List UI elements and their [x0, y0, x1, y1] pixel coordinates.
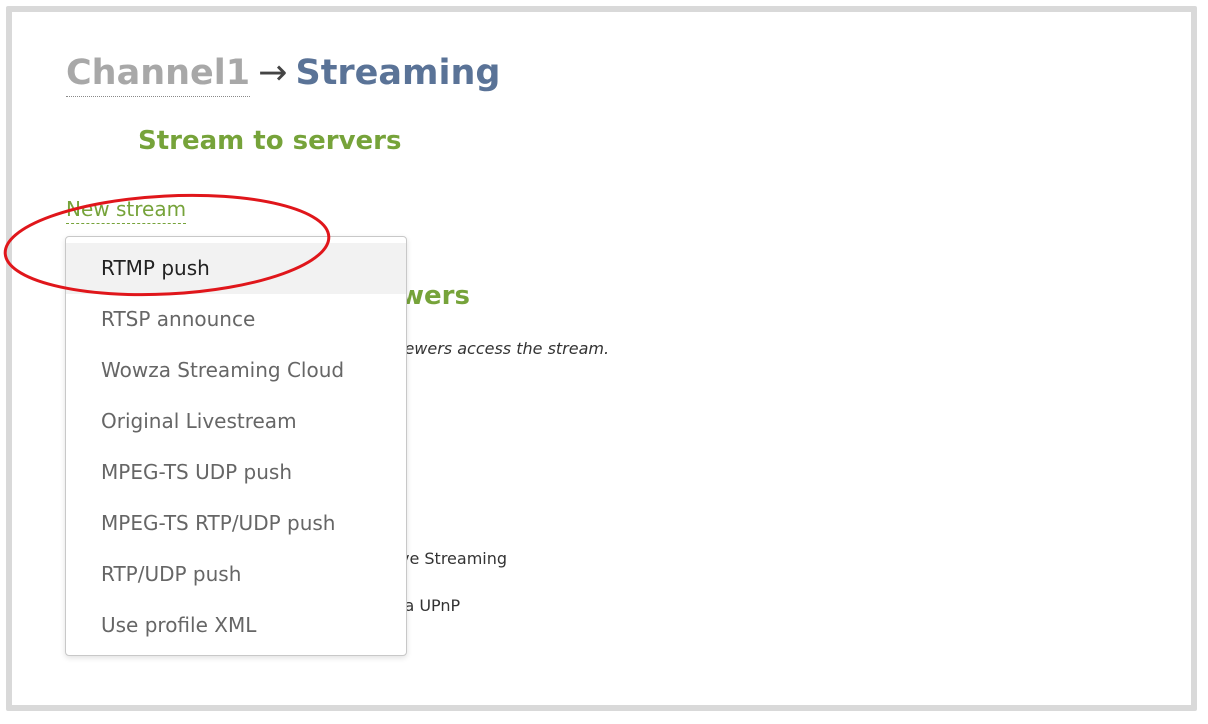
breadcrumb-arrow: → [258, 53, 288, 93]
page-title: Streaming [295, 53, 501, 93]
breadcrumb: Channel1→Streaming [66, 50, 501, 97]
menu-item-rtp-udp-push[interactable]: RTP/UDP push [101, 562, 242, 586]
new-stream-menu: RTMP push RTSP announce Wowza Streaming … [65, 236, 407, 656]
option-upnp[interactable]: ia UPnP [400, 596, 461, 615]
menu-item-rtmp-push[interactable]: RTMP push [66, 243, 406, 294]
new-stream-dropdown-toggle[interactable]: New stream [66, 197, 187, 224]
option-adaptive-streaming[interactable]: ve Streaming [400, 549, 508, 568]
menu-item-use-profile-xml[interactable]: Use profile XML [101, 613, 257, 637]
menu-item-wowza-streaming-cloud[interactable]: Wowza Streaming Cloud [101, 358, 345, 382]
section-heading-viewers: wers [400, 281, 470, 311]
breadcrumb-channel-link[interactable]: Channel1 [66, 53, 251, 97]
section-heading-stream-to-servers: Stream to servers [138, 126, 402, 156]
viewers-description: iewers access the stream. [400, 339, 610, 358]
menu-item-rtsp-announce[interactable]: RTSP announce [101, 307, 256, 331]
menu-item-mpeg-ts-udp-push[interactable]: MPEG-TS UDP push [101, 460, 293, 484]
menu-item-mpeg-ts-rtp-udp-push[interactable]: MPEG-TS RTP/UDP push [101, 511, 336, 535]
menu-item-original-livestream[interactable]: Original Livestream [101, 409, 297, 433]
